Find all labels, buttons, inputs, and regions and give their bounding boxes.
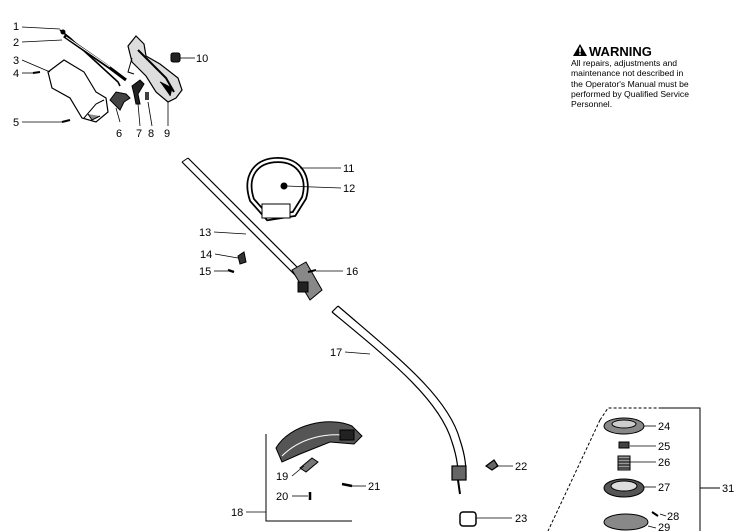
part-guard <box>275 421 363 463</box>
part-trigger <box>131 79 145 105</box>
callout-6: 6 <box>116 128 122 140</box>
callout-13: 13 <box>199 227 211 239</box>
part-upper-shaft <box>181 157 307 281</box>
callout-4: 4 <box>13 68 19 80</box>
bracket-line-18 <box>265 434 352 522</box>
callout-20: 20 <box>276 491 288 503</box>
callout-9: 9 <box>164 128 170 140</box>
callout-21: 21 <box>368 481 380 493</box>
part-screw-21 <box>341 482 353 488</box>
part-shaft-coupler <box>291 261 323 301</box>
warning-text-line-2: maintenance not described in <box>571 68 684 79</box>
part-screw-5 <box>61 119 71 123</box>
callout-labels: 1 2 3 4 5 6 7 8 9 10 11 12 13 14 15 16 1… <box>13 21 734 531</box>
part-28 <box>651 511 659 517</box>
callout-26: 26 <box>658 457 670 469</box>
dashed-outline <box>599 407 700 421</box>
callout-27: 27 <box>658 482 670 494</box>
warning-triangle-icon <box>573 44 587 56</box>
warning-text-line-5: Personnel. <box>571 99 613 110</box>
leader-lines <box>21 26 667 529</box>
warning-notice: WARNING All repairs, adjustments and mai… <box>571 43 741 109</box>
callout-1: 1 <box>13 21 19 33</box>
callout-17: 17 <box>330 347 342 359</box>
part-knob <box>170 52 181 63</box>
part-screw-4 <box>32 71 41 74</box>
part-clamp-14 <box>237 251 247 265</box>
callout-15: 15 <box>199 266 211 278</box>
bracket-line-31 <box>660 407 720 489</box>
callout-12: 12 <box>343 183 355 195</box>
callout-29: 29 <box>658 522 670 531</box>
guard-group <box>265 421 363 522</box>
part-throttle-cable <box>59 29 121 87</box>
callout-8: 8 <box>148 128 154 140</box>
callout-25: 25 <box>658 441 670 453</box>
callout-11: 11 <box>343 163 354 175</box>
callout-24: 24 <box>658 421 670 433</box>
shaft-assembly-group <box>181 156 323 301</box>
part-handle-shell <box>47 59 109 123</box>
part-25 <box>618 441 630 449</box>
warning-title: WARNING <box>589 44 652 59</box>
callout-2: 2 <box>13 37 19 49</box>
part-clip-22 <box>484 459 499 471</box>
part-pin-16 <box>307 269 317 273</box>
warning-text-line-4: performed by Qualified Service <box>571 88 689 99</box>
part-housing-29 <box>603 513 649 531</box>
callout-10: 10 <box>196 53 208 65</box>
trimmer-head-group <box>547 407 720 531</box>
warning-header: WARNING <box>571 43 741 59</box>
part-nut-23 <box>459 511 477 527</box>
callout-28: 28 <box>667 511 679 523</box>
callout-23: 23 <box>515 513 527 525</box>
callout-22: 22 <box>515 461 527 473</box>
warning-text-line-1: All repairs, adjustments and <box>571 58 678 68</box>
part-trigger-lever <box>109 91 131 111</box>
callout-19: 19 <box>276 471 288 483</box>
callout-31: 31 <box>722 483 734 495</box>
warning-text-line-3: the Operator's Manual must be <box>571 78 689 89</box>
lower-shaft-group <box>331 305 499 527</box>
part-spring <box>145 92 149 100</box>
part-blade-19 <box>299 457 319 473</box>
callout-16: 16 <box>346 266 358 278</box>
throttle-assembly-group <box>32 29 183 123</box>
part-screw-15 <box>227 268 235 274</box>
callout-14: 14 <box>200 249 212 261</box>
callout-7: 7 <box>136 128 142 140</box>
part-lower-shaft <box>331 305 467 479</box>
callout-3: 3 <box>13 55 19 67</box>
callout-18: 18 <box>231 507 243 519</box>
callout-5: 5 <box>13 117 19 129</box>
